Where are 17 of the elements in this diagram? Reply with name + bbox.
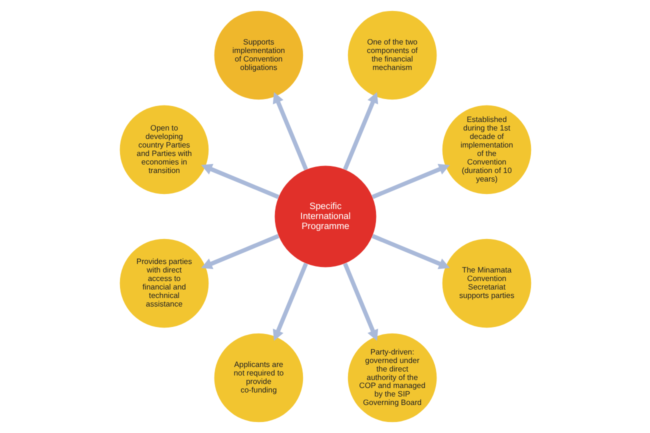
arrow: [200, 164, 279, 199]
node-circle: Supports implementation of Convention obligations: [214, 10, 303, 100]
arrow: [371, 164, 450, 199]
arrow: [272, 262, 308, 341]
arrow: [371, 234, 450, 270]
node-circle: Provides parties with direct access to financial and technical assistance: [119, 238, 208, 328]
node-circle: Party-driven: governed under the direct authority of the COP and managed by the SIP Governing Board: [347, 333, 436, 422]
arrow: [200, 234, 279, 270]
node-circle: Specific International Programme: [274, 166, 376, 268]
node-circle: Applicants are not required to provide co-funding: [214, 333, 303, 422]
node-circle: Established during the 1st decade of implementation of the Convention (duration of 10 years): [442, 105, 531, 194]
arrow: [272, 92, 308, 170]
node-circle: One of the two components of the financial mechanism: [347, 10, 436, 100]
arrow: [342, 262, 378, 341]
node-circle: Open to developing country Parties and Parties with economies in transition: [119, 105, 208, 194]
node-circle: The Minamata Convention Secretariat supports parties: [442, 238, 531, 328]
arrow: [342, 92, 378, 170]
